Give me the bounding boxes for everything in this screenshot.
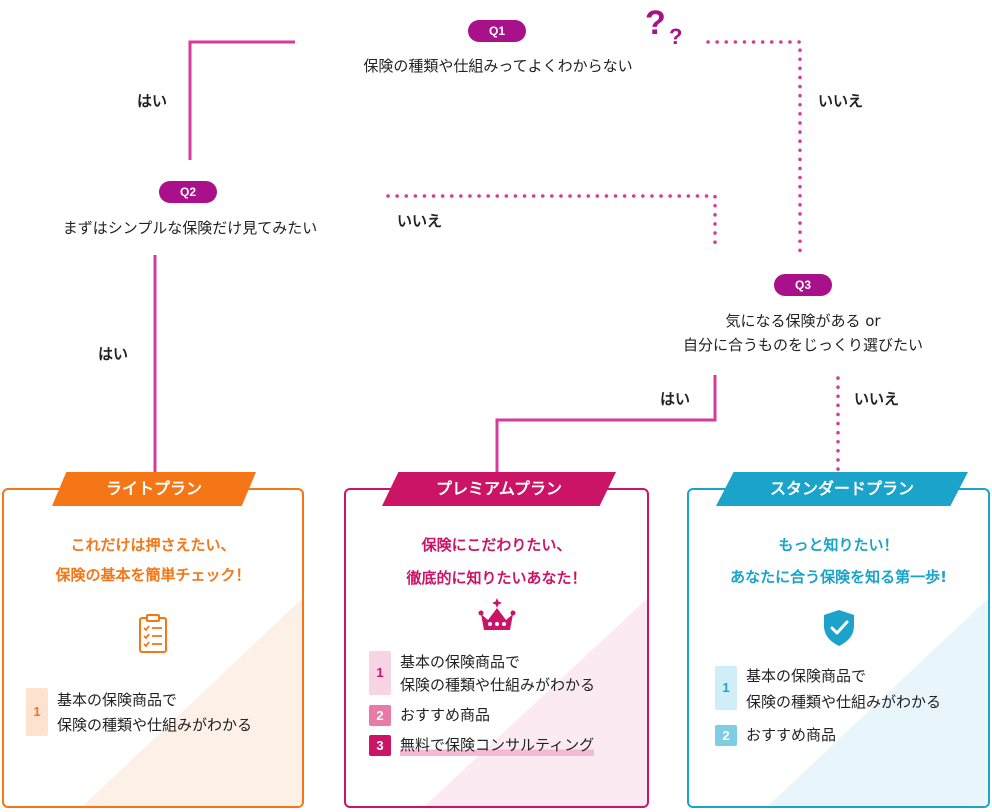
premium-tagline-line1: 保険にこだわりたい、 — [421, 536, 572, 554]
q1-no-label: いいえ — [818, 92, 864, 110]
standard-tagline-line1: もっと知りたい！ — [778, 536, 899, 554]
light-item-1-line2: 保険の種類や仕組みがわかる — [57, 716, 253, 734]
light-tagline-line2: 保険の基本を簡単チェック！ — [55, 566, 251, 584]
light-tagline-line1: これだけは押さえたい、 — [70, 536, 236, 554]
q2-text: まずはシンプルな保険だけ見てみたい — [62, 219, 318, 237]
premium-item-1-line1: 基本の保険商品で — [400, 653, 521, 671]
question-mark-icon: ? — [645, 4, 666, 42]
q3-yes-label: はい — [660, 390, 691, 408]
q3-text-line1: 気になる保険がある or — [725, 312, 881, 330]
q2-badge: Q2 — [159, 181, 217, 203]
premium-tagline-line2: 徹底的に知りたいあなた！ — [406, 569, 587, 587]
q1-text: 保険の種類や仕組みってよくわからない — [363, 57, 633, 75]
premium-item-2-number: 2 — [369, 705, 391, 726]
standard-plan-card[interactable] — [687, 488, 990, 808]
q3-text-line2: 自分に合うものをじっくり選びたい — [682, 336, 923, 354]
premium-plan-banner: プレミアムプラン — [382, 472, 616, 506]
standard-item-1-line1: 基本の保険商品で — [746, 667, 867, 685]
q2-yes-label: はい — [98, 345, 129, 363]
checklist-icon — [139, 614, 167, 653]
light-item-1-line1: 基本の保険商品で — [57, 691, 178, 709]
shield-check-icon — [824, 610, 854, 646]
premium-item-2-line1: おすすめ商品 — [400, 706, 491, 724]
q1-yes-label: はい — [137, 92, 168, 110]
q3-no-label: いいえ — [854, 390, 900, 408]
standard-item-2-line1: おすすめ商品 — [746, 726, 837, 744]
premium-item-1-number: 1 — [369, 651, 391, 695]
standard-item-1-line2: 保険の種類や仕組みがわかる — [746, 693, 942, 711]
q1-badge: Q1 — [468, 20, 526, 42]
q3-yes-line — [495, 375, 717, 480]
premium-item-3-number: 3 — [369, 735, 391, 756]
q1-no-line — [706, 40, 802, 257]
standard-card-tint — [767, 598, 988, 806]
q2-no-line — [386, 194, 717, 250]
q2-no-label: いいえ — [397, 212, 443, 230]
premium-item-3-line1: 無料で保険コンサルティング — [400, 734, 595, 756]
premium-item-1-line2: 保険の種類や仕組みがわかる — [400, 676, 596, 694]
standard-tagline-line2: あなたに合う保険を知る第一歩! — [730, 568, 947, 586]
light-card-tint — [82, 598, 302, 806]
standard-plan-banner: スタンダードプラン — [716, 472, 968, 506]
q3-badge: Q3 — [774, 274, 832, 296]
question-mark-small-icon: ? — [669, 24, 683, 49]
crown-icon — [478, 598, 516, 630]
standard-item-2-number: 2 — [715, 725, 737, 746]
q1-yes-line — [188, 40, 295, 160]
light-item-1-number: 1 — [26, 688, 48, 736]
light-plan-card[interactable] — [2, 488, 304, 808]
light-plan-banner: ライトプラン — [52, 472, 256, 506]
standard-item-1-number: 1 — [715, 666, 737, 710]
